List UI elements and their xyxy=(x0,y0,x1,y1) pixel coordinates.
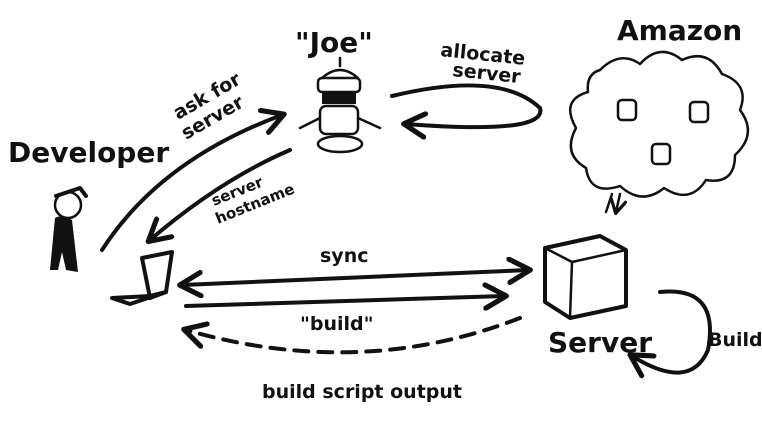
build-script-output-arrow xyxy=(186,316,522,355)
amazon-label: Amazon xyxy=(617,14,742,47)
build-arrow xyxy=(184,296,504,306)
build-label: "build" xyxy=(300,313,374,335)
developer-label: Developer xyxy=(8,136,169,169)
server-hostname-arrow xyxy=(150,148,292,240)
server-label: Server xyxy=(548,326,652,359)
amazon-instances-icon xyxy=(616,98,710,166)
build-script-output-label: build script output xyxy=(262,381,462,403)
joe-label: "Joe" xyxy=(295,26,373,59)
cloud-to-server-arrow xyxy=(606,192,620,212)
laptop-icon xyxy=(110,250,174,306)
allocate-server-arrow xyxy=(390,83,543,127)
developer-figure-icon xyxy=(50,186,88,272)
sync-arrow xyxy=(182,270,528,285)
ask-for-server-arrow xyxy=(100,115,282,252)
sync-label: sync xyxy=(320,245,368,267)
build-loop-label: Build xyxy=(708,329,762,351)
amazon-cloud-icon xyxy=(568,50,749,198)
joe-robot-icon xyxy=(298,56,382,154)
build-loop-arrow xyxy=(632,289,712,372)
server-box-icon xyxy=(543,234,628,320)
